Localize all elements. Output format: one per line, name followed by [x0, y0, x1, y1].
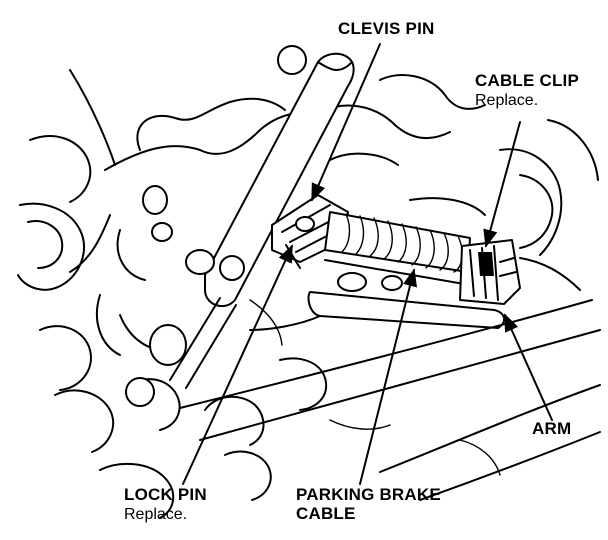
parking-brake-cable-label: PARKING BRAKE CABLE: [296, 485, 441, 523]
leader-lock-pin: [182, 244, 293, 485]
leader-parking-brake-cable: [359, 268, 418, 485]
cable-clip-label: CABLE CLIP Replace.: [475, 71, 579, 109]
lever-rod: [125, 45, 355, 407]
arm-label: ARM: [532, 419, 572, 439]
lock-pin-label: LOCK PIN Replace.: [124, 485, 207, 523]
clevis-pin-label: CLEVIS PIN: [338, 19, 435, 39]
leader-arm: [504, 313, 553, 421]
lock-pin-note: Replace.: [124, 505, 188, 523]
cable-clip-bracket: [459, 239, 521, 305]
arm-title: ARM: [532, 419, 572, 438]
leader-clevis-pin: [311, 43, 381, 202]
arm-plate: [249, 272, 506, 331]
cable-clip-note: Replace.: [475, 91, 539, 109]
leader-lines: [182, 43, 553, 485]
parking-brake-cable-title-line2: CABLE: [296, 503, 356, 523]
leader-cable-clip: [483, 121, 521, 248]
cable-clip-title: CABLE CLIP: [475, 71, 579, 90]
chassis-background: [17, 69, 599, 519]
parking-brake-cable-title: PARKING BRAKE: [296, 485, 441, 504]
clevis-pin-title: CLEVIS PIN: [338, 19, 435, 38]
lower-rails: [179, 257, 601, 501]
lock-pin-title: LOCK PIN: [124, 485, 207, 504]
